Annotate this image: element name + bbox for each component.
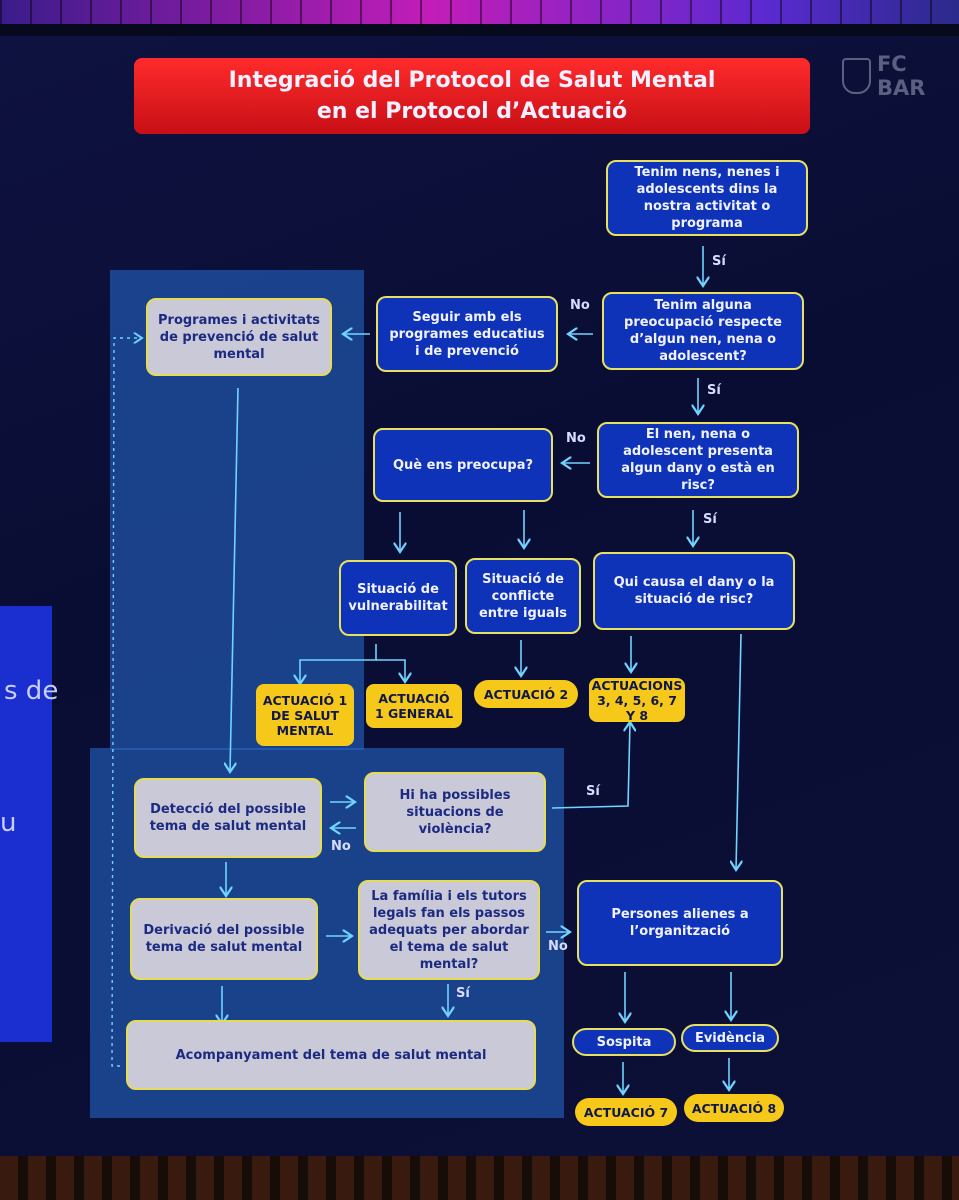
side-text-1: s de — [4, 676, 59, 706]
node-what-concerns: Què ens preocupa? — [373, 428, 553, 502]
node-detection: Detecció del possible tema de salut ment… — [134, 778, 322, 858]
label-yes-5: Sí — [456, 986, 470, 1001]
node-peer-conflict: Situació de conflicte entre iguals — [465, 558, 581, 634]
node-external-people: Persones alienes a l’organització — [577, 880, 783, 966]
diagram-title: Integració del Protocol de Salut Mental … — [134, 58, 810, 134]
node-evidence: Evidència — [681, 1024, 779, 1052]
arrow-vulnerability-a1g — [376, 659, 405, 682]
label-yes-4: Sí — [586, 784, 600, 799]
action-2: ACTUACIÓ 2 — [474, 680, 578, 708]
label-yes-3: Sí — [703, 512, 717, 527]
label-yes-1: Sí — [712, 254, 726, 269]
side-panel — [0, 606, 52, 1042]
node-concern: Tenim alguna preocupació respecte d’algu… — [602, 292, 804, 370]
action-1-general: ACTUACIÓ 1 GENERAL — [366, 684, 462, 728]
label-no-3: No — [331, 839, 351, 854]
side-text-2: u — [0, 808, 17, 838]
node-harm-risk: El nen, nena o adolescent presenta algun… — [597, 422, 799, 498]
arrow-violence-a345678 — [551, 722, 630, 809]
arrow-vulnerability-a1sm — [300, 644, 377, 684]
title-line-2: en el Protocol d’Actuació — [316, 99, 628, 124]
label-no-2: No — [566, 431, 586, 446]
arrow-who-external — [736, 633, 741, 870]
arrow-prevention-detection — [230, 387, 239, 772]
top-edge-strip — [0, 0, 959, 24]
bottom-edge-strip — [0, 1156, 959, 1200]
node-start: Tenim nens, nenes i adolescents dins la … — [606, 160, 808, 236]
action-8: ACTUACIÓ 8 — [684, 1094, 784, 1122]
logo-text: FC BAR — [876, 52, 926, 100]
arrow-support-prevention-loop — [111, 338, 142, 1067]
node-violence: Hi ha possibles situacions de violència? — [364, 772, 546, 852]
label-yes-2: Sí — [707, 383, 721, 398]
node-prevention-programs: Programes i activitats de prevenció de s… — [146, 298, 332, 376]
node-suspicion: Sospita — [572, 1028, 676, 1056]
label-no-4: No — [548, 939, 568, 954]
label-no-1: No — [570, 298, 590, 313]
title-line-1: Integració del Protocol de Salut Mental — [228, 68, 716, 93]
node-vulnerability: Situació de vulnerabilitat — [339, 560, 457, 636]
actions-3-to-8: ACTUACIONS 3, 4, 5, 6, 7 Y 8 — [589, 678, 685, 723]
crest-icon — [842, 58, 871, 94]
node-who-causes: Qui causa el dany o la situació de risc? — [593, 552, 795, 630]
node-referral: Derivació del possible tema de salut men… — [130, 898, 318, 980]
node-family-steps: La família i els tutors legals fan els p… — [358, 880, 540, 980]
node-continue-programs: Seguir amb els programes educatius i de … — [376, 296, 558, 372]
club-logo: FC BAR — [842, 52, 959, 100]
action-7: ACTUACIÓ 7 — [575, 1098, 677, 1126]
node-support: Acompanyament del tema de salut mental — [126, 1020, 536, 1090]
action-1-mental-health: ACTUACIÓ 1 DE SALUT MENTAL — [256, 684, 354, 746]
